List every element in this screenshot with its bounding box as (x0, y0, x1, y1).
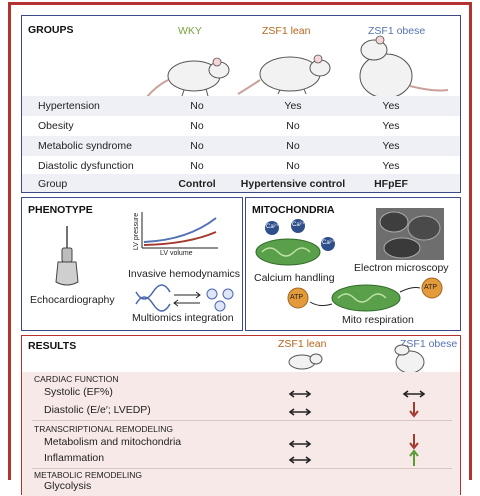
echocardiography-label: Echocardiography (30, 294, 115, 306)
mitochondria-panel: MITOCHONDRIA Ca²⁺ Ca²⁺ Ca²⁺ Calcium hand… (245, 197, 461, 331)
molecule-network-icon (206, 288, 234, 312)
row-label-hypertension: Hypertension (38, 100, 100, 112)
rat-obese-small-illustration (394, 344, 425, 374)
item-systolic-label: Systolic (EF%) (44, 386, 113, 398)
calcium-handling-label: Calcium handling (254, 272, 335, 284)
rat-lean-small-illustration (288, 353, 323, 370)
col-zsf1-obese-header: ZSF1 obese (368, 25, 426, 37)
phenotype-title: PHENOTYPE (28, 204, 93, 216)
mito-respiration-icon (287, 277, 443, 312)
section-metabolic-remodeling: METABOLIC REMODELING (34, 470, 142, 480)
item-diastolic-label: Diastolic (E/e′; LVEDP) (44, 404, 151, 416)
ca-ion-label-3: Ca²⁺ (322, 240, 335, 246)
pv-loop-chart-icon (141, 212, 218, 249)
diastolic-lean-no-change-icon (288, 408, 312, 416)
cell-metabolic-lean: No (286, 140, 300, 152)
cell-diastolic-wky: No (190, 160, 204, 172)
invasive-hemodynamics-label: Invasive hemodynamics (128, 268, 241, 280)
cell-diastolic-obese: Yes (382, 160, 400, 172)
electron-microscopy-label: Electron microscopy (354, 262, 449, 274)
item-glycolysis-label: Glycolysis (44, 480, 92, 492)
dna-helix-icon (135, 284, 171, 312)
item-metabolism-label: Metabolism and mitochondria (44, 436, 182, 448)
inflammation-obese-up-arrow-icon (409, 449, 419, 466)
multiomics-integration-label: Multiomics integration (132, 312, 234, 324)
cell-diastolic-lean: No (286, 160, 300, 172)
atp-label-right: ATP (424, 284, 438, 291)
groups-panel: GROUPS WKY ZSF1 lean ZSF1 obese (21, 15, 461, 193)
atp-label-left: ATP (290, 294, 304, 301)
row-label-group: Group (38, 178, 68, 190)
results-col-obese-header: ZSF1 obese (400, 338, 458, 350)
systolic-lean-no-change-icon (288, 390, 312, 398)
results-panel: RESULTS ZSF1 lean ZSF1 obese CARDIAC FUN… (21, 335, 461, 496)
electron-microscopy-image (376, 208, 444, 260)
cell-hypertension-wky: No (190, 100, 204, 112)
groups-title: GROUPS (28, 24, 74, 36)
metabolism-lean-no-change-icon (288, 440, 312, 448)
rat-wky-illustration (145, 57, 230, 99)
mitochondria-title: MITOCHONDRIA (252, 204, 335, 216)
row-label-metabolic-syndrome: Metabolic syndrome (38, 140, 132, 152)
cell-metabolic-obese: Yes (382, 140, 400, 152)
cell-obesity-obese: Yes (382, 120, 400, 132)
row-label-diastolic-dysfunction: Diastolic dysfunction (38, 160, 134, 172)
diastolic-obese-down-arrow-icon (409, 402, 419, 418)
systolic-obese-no-change-icon (402, 390, 426, 398)
cell-metabolic-wky: No (190, 140, 204, 152)
ultrasound-probe-icon (55, 226, 79, 286)
cell-group-obese: HFpEF (374, 178, 408, 190)
cell-group-wky: Control (178, 178, 216, 190)
cell-hypertension-obese: Yes (382, 100, 400, 112)
ca-ion-label-1: Ca²⁺ (266, 224, 279, 230)
mito-respiration-label: Mito respiration (342, 314, 414, 326)
col-wky-header: WKY (178, 25, 202, 37)
lv-pressure-axis-label: LV pressure (133, 212, 141, 251)
exchange-arrows-icon (173, 291, 201, 307)
cell-obesity-wky: No (190, 120, 204, 132)
rat-zsf1-obese-illustration (359, 35, 449, 99)
section-transcriptional-remodeling: TRANSCRIPTIONAL REMODELING (34, 424, 174, 434)
lv-volume-axis-label: LV volume (160, 250, 193, 257)
section-cardiac-function: CARDIAC FUNCTION (34, 374, 119, 384)
rat-zsf1-lean-illustration (237, 54, 331, 95)
ca-ion-label-2: Ca²⁺ (292, 222, 305, 228)
results-title: RESULTS (28, 340, 77, 352)
figure-frame: GROUPS WKY ZSF1 lean ZSF1 obese (8, 2, 472, 496)
phenotype-panel: PHENOTYPE Echocardiography LV pressure L… (21, 197, 243, 331)
cell-obesity-lean: No (286, 120, 300, 132)
col-zsf1-lean-header: ZSF1 lean (262, 25, 311, 37)
results-col-lean-header: ZSF1 lean (278, 338, 327, 350)
calcium-mitochondrion-icon (255, 219, 335, 266)
metabolism-obese-down-arrow-icon (409, 434, 419, 450)
row-label-obesity: Obesity (38, 120, 74, 132)
inflammation-lean-no-change-icon (288, 456, 312, 464)
cell-group-lean: Hypertensive control (240, 178, 346, 190)
cell-hypertension-lean: Yes (284, 100, 302, 112)
item-inflammation-label: Inflammation (44, 452, 105, 464)
